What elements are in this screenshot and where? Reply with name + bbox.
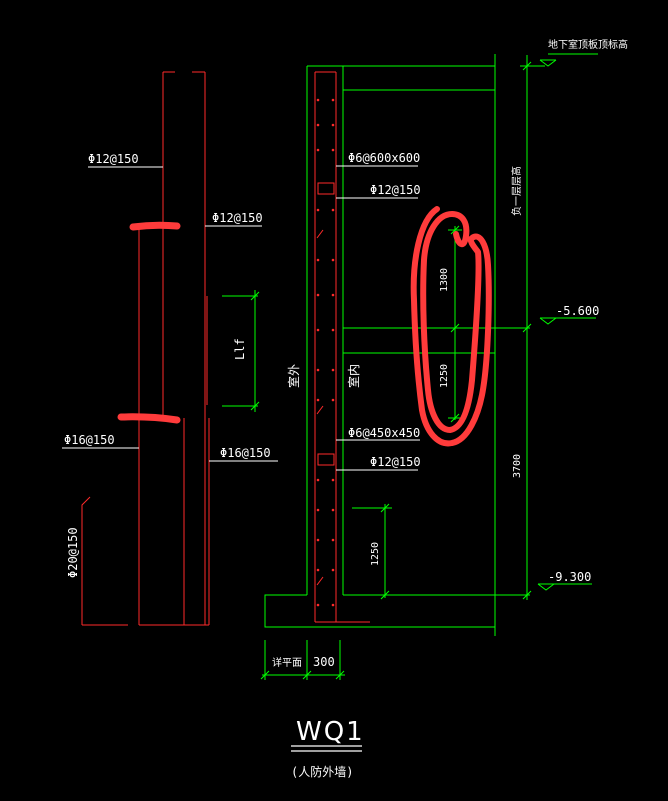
highlight-loop <box>410 206 492 447</box>
drawing-title: WQ1 <box>296 717 365 747</box>
label-stirrup-upper: Φ6@600x600 <box>348 151 420 165</box>
label-story-height: 负一层层高 <box>510 166 523 216</box>
label-bottom-rebar: Φ16@150 <box>64 433 115 447</box>
title-block: WQ1 (人防外墙) <box>291 717 365 779</box>
dim-base-left: 详平面 <box>272 656 302 669</box>
label-vertical-rebar: Φ20@150 <box>66 527 80 578</box>
highlight-mark-upper <box>129 221 181 231</box>
label-top-level: 地下室顶板顶标高 <box>548 38 628 51</box>
label-right-rebar-lower: Φ16@150 <box>220 446 271 460</box>
highlight-mark-lower <box>117 413 181 424</box>
dim-1250-mid: 1250 <box>439 364 450 388</box>
label-inside: 室内 <box>346 364 361 388</box>
level-mid: -5.600 <box>556 304 599 318</box>
dim-1250-low: 1250 <box>370 542 381 566</box>
drawing-subtitle: (人防外墙) <box>291 764 353 779</box>
label-bar-lower: Φ12@150 <box>370 455 421 469</box>
dim-1300: 1300 <box>439 268 450 292</box>
label-bar-upper: Φ12@150 <box>370 183 421 197</box>
wall-section: Φ6@600x600 Φ12@150 Φ6@450x450 Φ12@150 室外… <box>264 54 496 636</box>
dimensions <box>260 53 598 680</box>
label-lap: Llf <box>233 338 247 360</box>
level-bottom: -9.300 <box>548 570 591 584</box>
label-right-rebar-upper: Φ12@150 <box>212 211 263 225</box>
left-rebar-detail: Φ12@150 Φ12@150 Llf Φ16@150 Φ16@150 Φ20@… <box>62 71 278 626</box>
dim-base-right: 300 <box>313 655 335 669</box>
rebar-dots <box>316 98 335 607</box>
dim-3700: 3700 <box>512 454 523 478</box>
label-top-rebar: Φ12@150 <box>88 152 139 166</box>
label-outside: 室外 <box>286 364 301 388</box>
label-stirrup-lower: Φ6@450x450 <box>348 426 420 440</box>
